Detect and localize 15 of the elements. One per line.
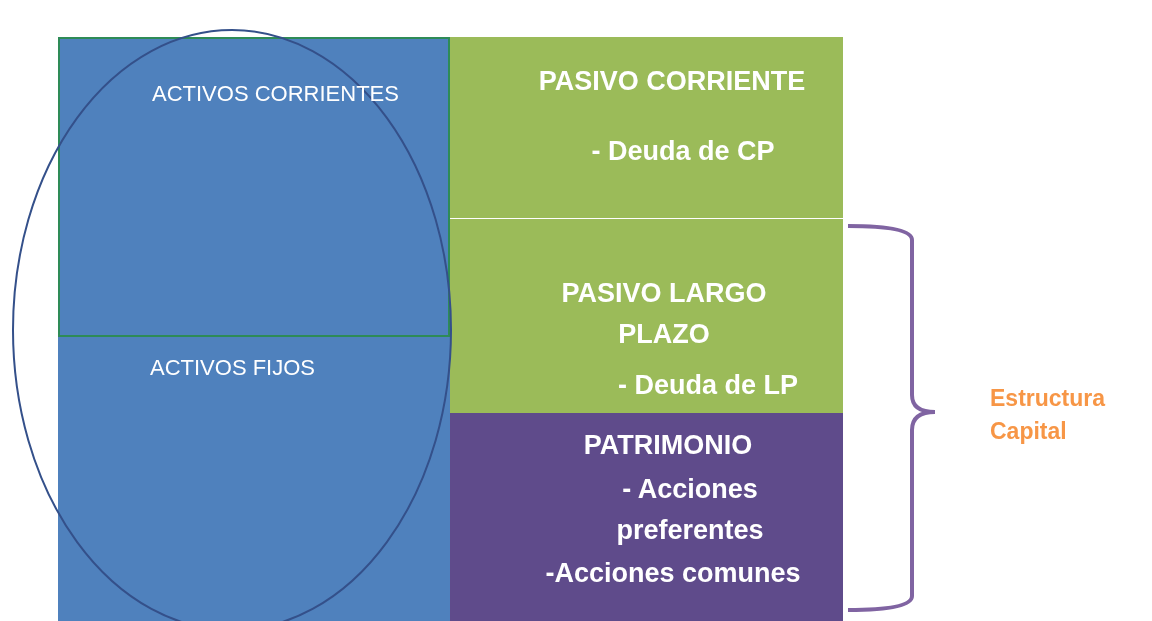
equity-heading: PATRIMONIO — [582, 429, 754, 462]
item-text: -Acciones comunes — [544, 557, 802, 590]
asset-heading: ACTIVOS FIJOS — [150, 354, 317, 382]
liability-block — [450, 218, 843, 413]
item-text: - Deuda de LP — [617, 369, 799, 402]
bracket-label: Estructura Capital — [990, 384, 1107, 447]
item-text: - Deuda de CP — [590, 135, 776, 168]
asset-heading: ACTIVOS CORRIENTES — [152, 80, 400, 108]
liability-heading: PASIVO CORRIENTE — [537, 65, 807, 98]
liability-heading: PASIVO LARGO PLAZO — [560, 277, 768, 351]
asset-block — [58, 337, 450, 621]
equity-block — [450, 413, 843, 621]
item-text: - Acciones preferentes — [615, 473, 765, 547]
asset-block — [58, 37, 450, 337]
liability-block — [450, 37, 843, 218]
